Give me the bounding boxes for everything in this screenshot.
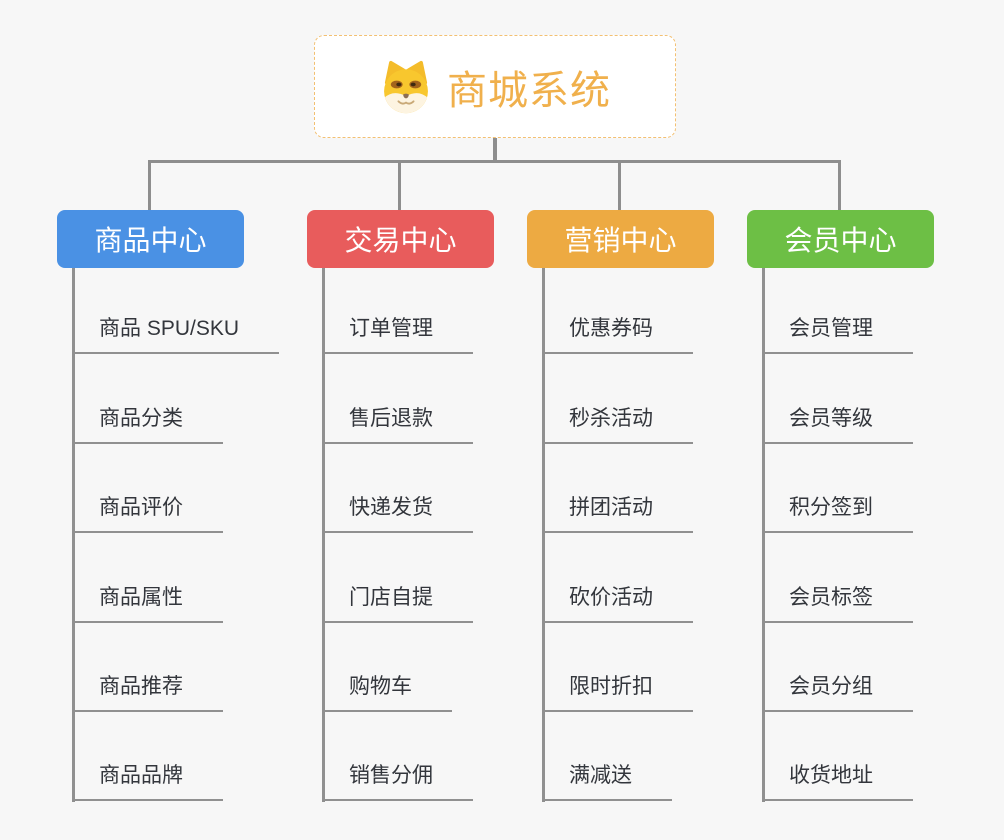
leaf-topic[interactable]: 购物车 — [322, 673, 452, 712]
branch-spine — [542, 268, 545, 802]
root-topic[interactable]: 商城系统 — [314, 35, 676, 138]
leaf-topic[interactable]: 商品评价 — [72, 494, 223, 533]
connector-horizontal — [148, 160, 841, 163]
leaf-topic[interactable]: 商品推荐 — [72, 673, 223, 712]
branch-products: 商品中心商品 SPU/SKU 商品分类商品评价商品属性商品推荐商品品牌 — [57, 210, 317, 815]
leaf-topic[interactable]: 积分签到 — [762, 494, 913, 533]
leaf-topic[interactable]: 砍价活动 — [542, 584, 693, 623]
connector-drop-3 — [618, 160, 621, 210]
connector-drop-2 — [398, 160, 401, 210]
leaf-topic[interactable]: 快递发货 — [322, 494, 473, 533]
leaf-topic[interactable]: 商品品牌 — [72, 762, 223, 801]
branch-trade: 交易中心订单管理售后退款快递发货门店自提购物车销售分佣 — [307, 210, 567, 815]
leaf-topic[interactable]: 会员分组 — [762, 673, 913, 712]
branch-spine — [72, 268, 75, 802]
leaf-topic[interactable]: 商品属性 — [72, 584, 223, 623]
leaf-topic[interactable]: 收货地址 — [762, 762, 913, 801]
leaf-topic[interactable]: 订单管理 — [322, 315, 473, 354]
leaf-topic[interactable]: 销售分佣 — [322, 762, 473, 801]
leaf-topic[interactable]: 商品分类 — [72, 405, 223, 444]
connector-drop-4 — [838, 160, 841, 210]
leaf-topic[interactable]: 秒杀活动 — [542, 405, 693, 444]
leaf-topic[interactable]: 限时折扣 — [542, 673, 693, 712]
leaf-topic[interactable]: 商品 SPU/SKU — [72, 315, 280, 354]
branch-header[interactable]: 营销中心 — [527, 210, 714, 268]
branch-members: 会员中心会员管理会员等级积分签到会员标签会员分组收货地址 — [747, 210, 1004, 815]
dog-face-icon — [384, 60, 428, 113]
leaf-topic[interactable]: 拼团活动 — [542, 494, 693, 533]
branch-spine — [322, 268, 325, 802]
branch-header[interactable]: 商品中心 — [57, 210, 244, 268]
connector-drop-1 — [148, 160, 151, 210]
branch-header[interactable]: 会员中心 — [747, 210, 934, 268]
leaf-topic[interactable]: 满减送 — [542, 762, 672, 801]
leaf-topic[interactable]: 优惠券码 — [542, 315, 693, 354]
root-topic-label: 商城系统 — [447, 68, 611, 113]
leaf-topic[interactable]: 会员管理 — [762, 315, 913, 354]
leaf-topic[interactable]: 会员标签 — [762, 584, 913, 623]
branch-header[interactable]: 交易中心 — [307, 210, 494, 268]
leaf-topic[interactable]: 售后退款 — [322, 405, 473, 444]
leaf-topic[interactable]: 门店自提 — [322, 584, 473, 623]
connector-stem — [493, 138, 497, 162]
branch-spine — [762, 268, 765, 802]
branch-marketing: 营销中心优惠券码秒杀活动拼团活动砍价活动限时折扣满减送 — [527, 210, 787, 815]
leaf-topic[interactable]: 会员等级 — [762, 405, 913, 444]
